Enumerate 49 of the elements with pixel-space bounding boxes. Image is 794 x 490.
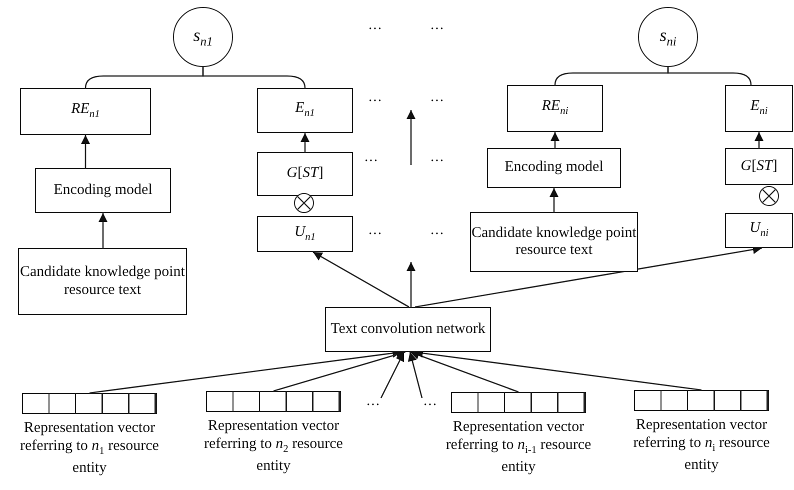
ellipsis: ··· [364, 154, 378, 170]
multiply-circle-icon [294, 193, 314, 213]
connector-line [667, 67, 752, 86]
arrow [754, 132, 764, 148]
vector-cells [206, 391, 341, 412]
multiply-circle-icon [759, 186, 779, 206]
process-box: U$_{ni}$ [725, 213, 793, 248]
process-box: G[ST] [257, 152, 353, 196]
vector-caption: Representation vector referring to n$_{i-1}$ resource entity [444, 418, 592, 476]
process-box: E$_{ni}$ [725, 85, 793, 132]
arrow [300, 133, 310, 152]
process-box: U$_{n1}$ [257, 216, 353, 252]
score-circle: s$_{n1}$ [173, 7, 233, 67]
ellipsis: ··· [430, 154, 444, 170]
process-box: Encoding model [487, 148, 621, 188]
arrow [410, 350, 519, 393]
vector-cells [451, 392, 586, 413]
arrow [408, 352, 423, 398]
ellipsis: ··· [430, 94, 444, 110]
process-box: E$_{n1}$ [257, 88, 353, 133]
process-box: G[ST] [725, 148, 793, 185]
arrow [80, 135, 90, 168]
process-box: Candidate knowledge point resource text [18, 248, 187, 315]
vector-caption: Representation vector referring to n$_{2}$ resource entity [203, 417, 344, 475]
arrow [98, 213, 108, 248]
vector-caption: Representation vector referring to n$_{i}$ resource entity [632, 416, 771, 474]
process-box: RE$_{n1}$ [20, 88, 151, 135]
ellipsis: ··· [417, 398, 443, 414]
arrow [550, 132, 560, 148]
ellipsis: ··· [360, 398, 386, 414]
arrow [380, 352, 405, 398]
arrow [549, 188, 559, 212]
vector-cells [22, 393, 157, 414]
process-box: Encoding model [35, 168, 171, 213]
arrow [273, 350, 406, 392]
process-box: RE$_{ni}$ [507, 85, 603, 132]
arrow [406, 262, 416, 307]
ellipsis: ··· [368, 22, 382, 38]
ellipsis: ··· [430, 227, 444, 243]
process-box: Candidate knowledge point resource text [470, 212, 638, 272]
arrow [312, 251, 410, 308]
ellipsis: ··· [368, 227, 382, 243]
ellipsis: ··· [430, 22, 444, 38]
vector-caption: Representation vector referring to n$_{1}$ resource entity [19, 419, 160, 477]
score-circle: s$_{ni}$ [638, 7, 698, 67]
process-box: Text convolution network [325, 307, 491, 352]
connector-line [202, 67, 306, 88]
ellipsis: ··· [368, 94, 382, 110]
vector-cells [634, 390, 769, 411]
